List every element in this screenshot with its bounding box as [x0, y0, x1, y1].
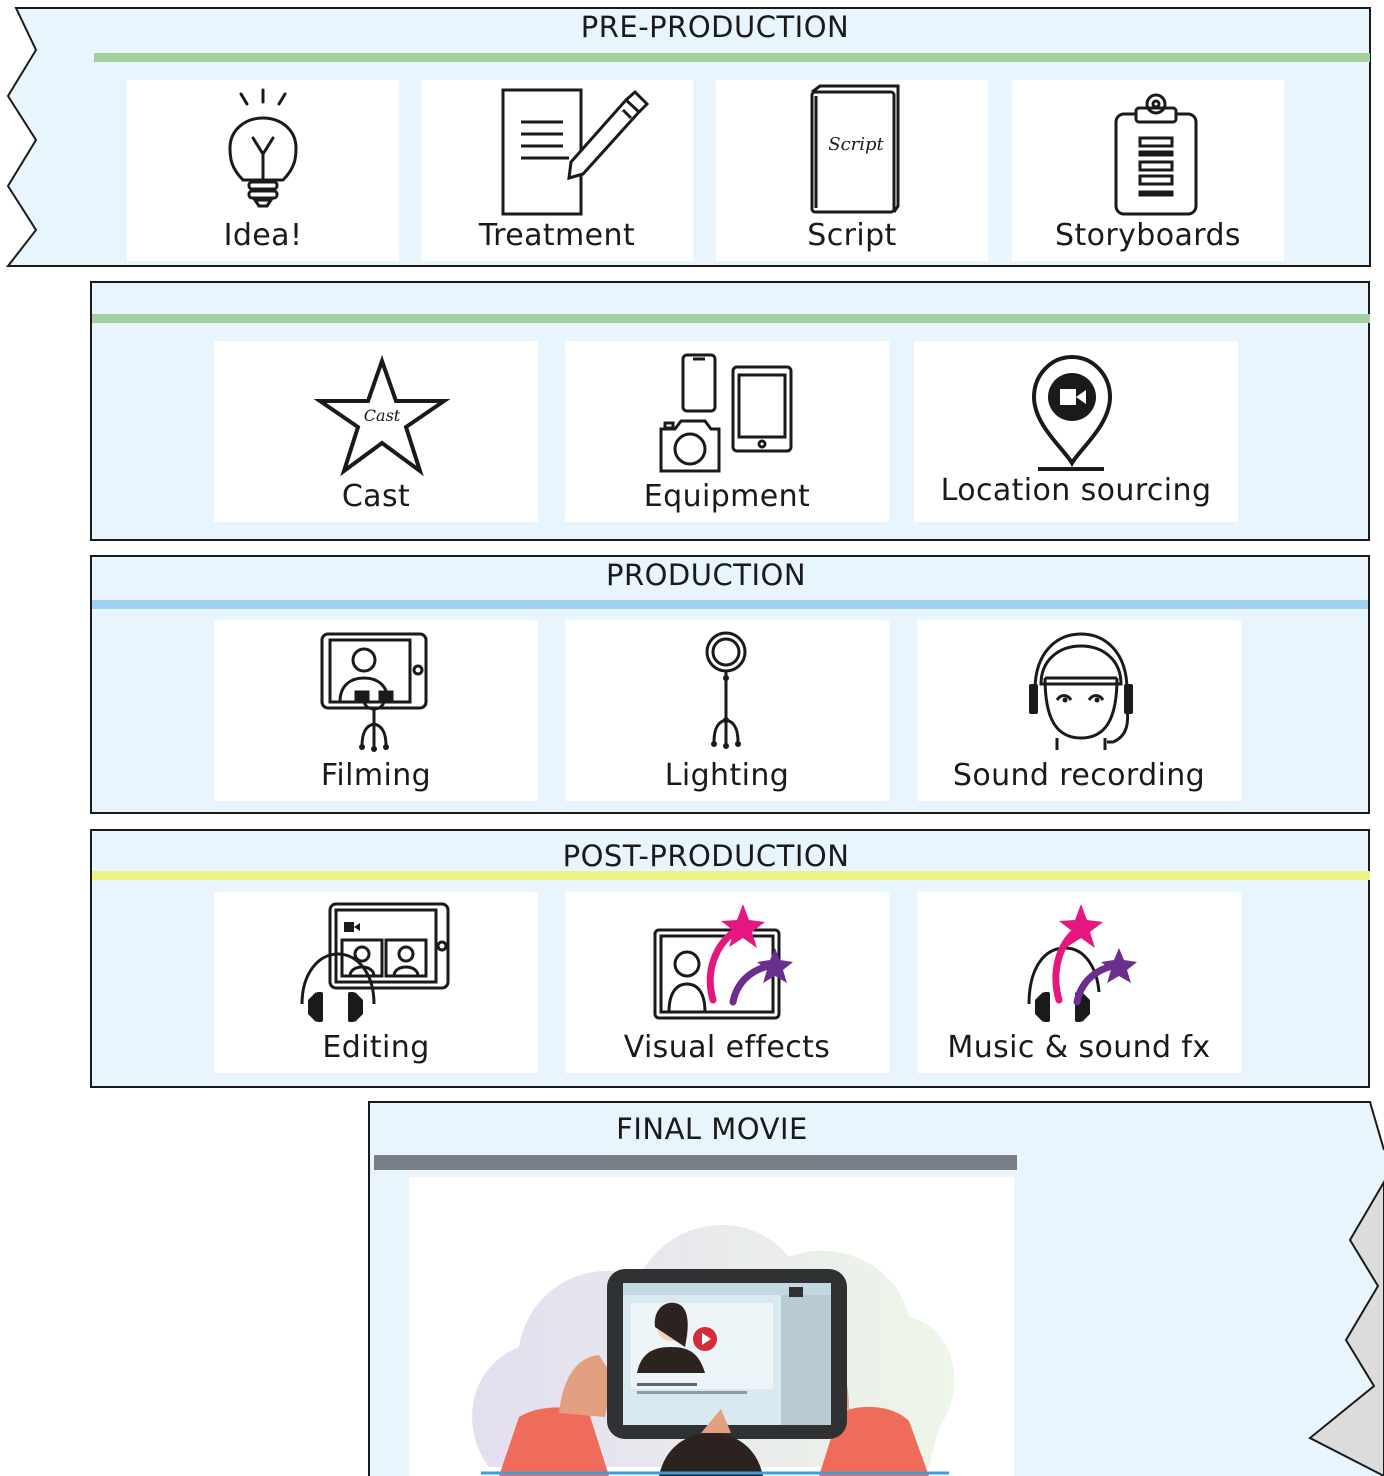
pre-production-bar	[94, 53, 1370, 62]
card-label: Filming	[320, 758, 432, 793]
card-label: Visual effects	[623, 1030, 831, 1065]
card-filming[interactable]: Filming	[214, 620, 538, 801]
card-cast[interactable]: Cast Cast	[214, 341, 538, 522]
card-label: Idea!	[223, 218, 303, 253]
card-equipment[interactable]: Equipment	[565, 341, 889, 522]
final-movie-image	[409, 1177, 1014, 1476]
music-headphones-stars-icon	[1027, 904, 1137, 1022]
card-label: Editing	[322, 1030, 430, 1065]
hands-holding-tablet-illustration	[472, 1224, 955, 1476]
clipboard-icon	[1114, 93, 1198, 216]
tablet-tripod-icon	[320, 632, 428, 752]
card-label: Cast	[341, 479, 411, 514]
card-location-sourcing[interactable]: Location sourcing	[914, 341, 1238, 522]
cast-icon-text: Cast	[364, 406, 401, 425]
production-title: PRODUCTION	[605, 558, 807, 592]
script-book-icon: Script	[810, 84, 900, 214]
post-production-bar	[92, 871, 1370, 880]
card-idea[interactable]: Idea!	[127, 80, 399, 261]
post-production-title: POST-PRODUCTION	[562, 839, 850, 873]
card-label: Location sourcing	[940, 473, 1212, 508]
final-movie-bar	[374, 1155, 1017, 1170]
document-pen-icon	[501, 88, 650, 216]
location-pin-video-icon	[1031, 354, 1113, 471]
card-label: Storyboards	[1055, 218, 1241, 253]
card-label: Equipment	[643, 479, 811, 514]
light-stand-icon	[705, 631, 747, 749]
card-label: Lighting	[664, 758, 790, 793]
editing-headphones-icon	[300, 902, 450, 1022]
card-treatment[interactable]: Treatment	[421, 80, 693, 261]
card-label: Script	[807, 218, 897, 253]
card-storyboards[interactable]: Storyboards	[1012, 80, 1284, 261]
planning-bar	[92, 314, 1370, 323]
camera-devices-icon	[659, 353, 793, 473]
script-icon-text: Script	[828, 134, 884, 155]
star-icon: Cast	[313, 354, 451, 477]
card-visual-effects[interactable]: Visual effects	[565, 892, 889, 1073]
card-label: Sound recording	[952, 758, 1206, 793]
card-label: Treatment	[478, 218, 636, 253]
card-script[interactable]: Script Script	[716, 80, 988, 261]
card-sound-recording[interactable]: Sound recording	[917, 620, 1241, 801]
card-music-sound-fx[interactable]: Music & sound fx	[917, 892, 1241, 1073]
card-lighting[interactable]: Lighting	[565, 620, 889, 801]
vfx-stars-icon	[653, 904, 793, 1020]
production-bar	[92, 600, 1368, 609]
card-label: Music & sound fx	[947, 1030, 1211, 1065]
final-movie-title: FINAL MOVIE	[616, 1112, 808, 1146]
headset-person-icon	[1029, 632, 1133, 750]
card-editing[interactable]: Editing	[214, 892, 538, 1073]
pre-production-title: PRE-PRODUCTION	[580, 10, 850, 44]
lightbulb-icon	[228, 88, 298, 208]
